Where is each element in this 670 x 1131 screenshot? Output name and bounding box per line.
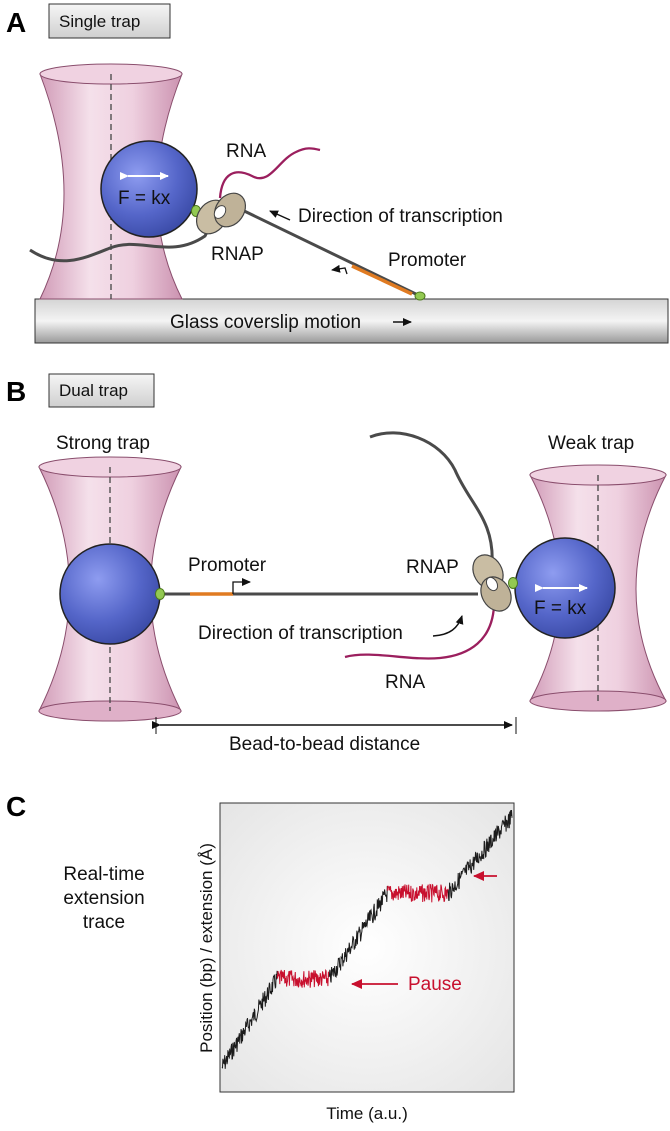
rnap-label-b: RNAP — [406, 557, 459, 578]
promoter-tss-arrow-b — [232, 578, 251, 594]
pause-label: Pause — [408, 974, 462, 995]
glass-coverslip — [34, 298, 669, 344]
direction-label-a: Direction of transcription — [298, 206, 503, 227]
weak-trap-label: Weak trap — [548, 433, 634, 454]
direction-arrow-b — [432, 615, 464, 637]
rna-strand-b — [344, 605, 496, 660]
trace-segment-0 — [221, 970, 278, 1069]
promoter-tss-arrow — [331, 264, 348, 275]
promoter-label-a: Promoter — [388, 250, 467, 271]
rnap-a — [195, 192, 247, 235]
panel-b: B Dual trap Strong trap Weak trap F = kx — [6, 373, 667, 755]
trace-label-line-1: Real-time — [63, 864, 144, 885]
trace-group — [221, 809, 513, 1069]
coverslip-label: Glass coverslip motion — [170, 312, 361, 333]
panel-a: A Single trap Glass coverslip motion F =… — [6, 3, 669, 344]
distance-label: Bead-to-bead distance — [229, 734, 420, 755]
rna-strand-a — [218, 147, 321, 199]
bead-anchor-weak — [508, 577, 518, 589]
rnap-label-a: RNAP — [211, 244, 264, 265]
panel-c-letter: C — [6, 791, 26, 822]
y-axis-label: Position (bp) / extension (Å) — [197, 843, 216, 1053]
trace-label-line-2: extension — [63, 888, 144, 909]
dna-downstream — [237, 206, 421, 298]
trace-label-line-3: trace — [83, 912, 125, 933]
panel-b-tag-box — [48, 373, 155, 408]
trace-segment-2 — [328, 885, 388, 983]
pause-segment-1 — [276, 968, 330, 988]
surface-anchor — [414, 291, 426, 301]
pause-segment-3 — [386, 883, 449, 903]
direction-label-b: Direction of transcription — [198, 623, 403, 644]
panel-a-letter: A — [6, 7, 26, 38]
trace-segment-4 — [447, 809, 513, 901]
panel-a-tag: Single trap — [59, 12, 140, 31]
panel-a-tag-box — [48, 3, 171, 39]
rna-label-b: RNA — [385, 672, 425, 693]
strong-trap-label: Strong trap — [56, 433, 150, 454]
bead-anchor-strong — [155, 588, 165, 600]
dna-upstream-b — [369, 431, 494, 567]
bead-strong — [59, 543, 161, 645]
rna-label-a: RNA — [226, 141, 266, 162]
panel-c: C Real-time extension trace Time (a.u.) … — [6, 791, 515, 1123]
dna-upstream — [29, 215, 217, 263]
rnap-b — [472, 554, 512, 612]
panel-b-letter: B — [6, 376, 26, 407]
panel-b-tag: Dual trap — [59, 381, 128, 400]
force-label-b: F = kx — [534, 598, 587, 619]
direction-arrow-a — [269, 210, 291, 221]
plot-frame — [219, 802, 515, 1093]
promoter-label-b: Promoter — [188, 555, 267, 576]
bead-a — [100, 140, 198, 238]
force-label-a: F = kx — [118, 188, 171, 209]
x-axis-label: Time (a.u.) — [326, 1104, 408, 1123]
promoter-segment — [351, 264, 413, 296]
